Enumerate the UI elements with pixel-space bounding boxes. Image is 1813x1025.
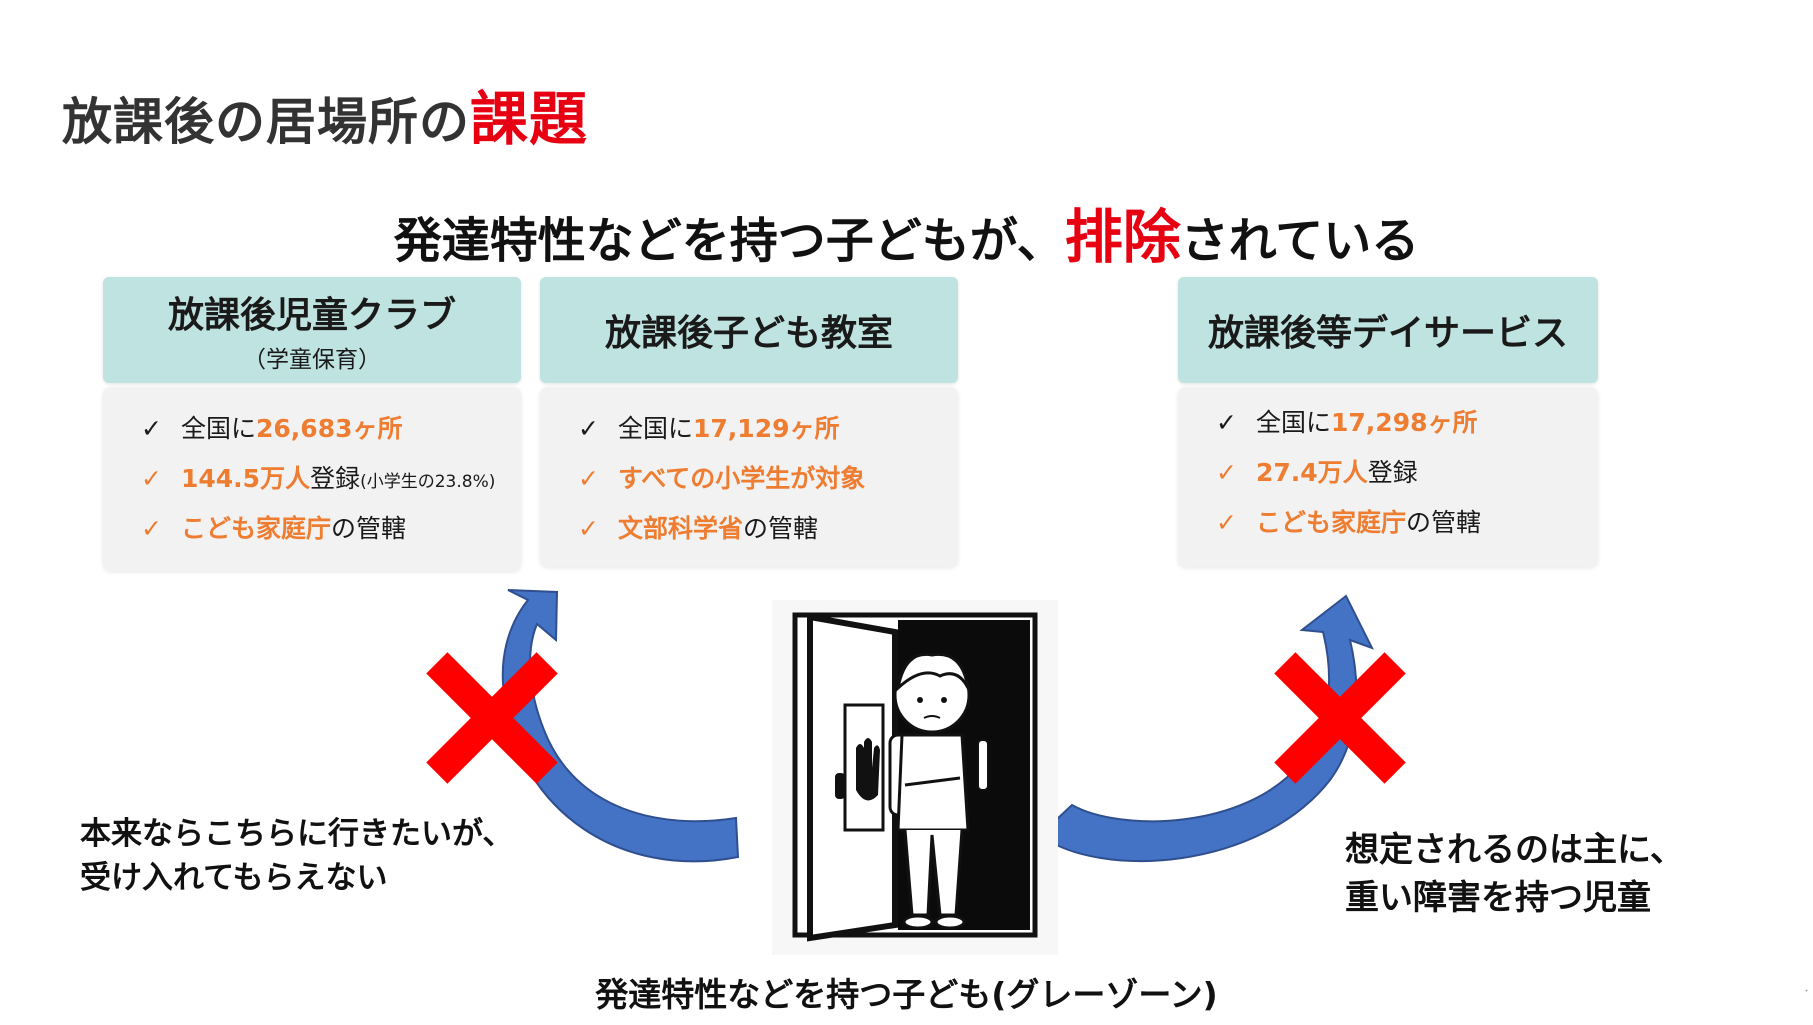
right-caption: 想定されるのは主に、 重い障害を持つ児童 [1345,830,1684,918]
curved-arrow-icon [501,589,740,863]
list-item: ✓全国に17,298ヶ所 [1216,408,1478,437]
list-item: ✓全国に26,683ヶ所 [141,414,403,443]
card-heading-after-school-club: 放課後児童クラブ （学童保育） [103,277,521,383]
card-heading-day-service: 放課後等デイサービス [1178,277,1598,383]
card-subheading-text: （学童保育） [243,347,381,373]
bottom-caption: 発達特性などを持つ子ども(グレーゾーン) [595,975,1218,1014]
card-heading-children-classroom: 放課後子ども教室 [540,277,958,383]
check-icon: ✓ [141,414,162,443]
cross-mark-icon [1274,652,1406,784]
card-heading-text: 放課後子ども教室 [604,313,893,354]
check-icon: ✓ [578,414,599,443]
title-accent: 課題 [470,85,589,153]
check-icon: ✓ [1216,458,1237,487]
card-heading-text: 放課後等デイサービス [1207,313,1568,354]
subtitle-accent: 排除 [1064,203,1181,271]
check-icon: ✓ [1216,408,1237,437]
check-icon: ✓ [1216,508,1237,537]
list-item: ✓すべての小学生が対象 [578,464,866,493]
list-item: ✓27.4万人登録 [1216,458,1418,487]
check-icon: ✓ [578,464,599,493]
list-item: ✓こども家庭庁の管轄 [1216,508,1482,537]
page-title: 放課後の居場所の課題 [62,85,589,153]
check-icon: ✓ [141,464,162,493]
list-item: ✓文部科学省の管轄 [578,514,819,543]
check-icon: ✓ [578,514,599,543]
footer-mark: ・ [1801,987,1811,997]
left-caption: 本来ならこちらに行きたいが、 受け入れてもらえない [80,816,514,896]
card-heading-text: 放課後児童クラブ [167,295,456,336]
card-body-after-school-club: ✓全国に26,683ヶ所 ✓144.5万人登録(小学生の23.8%) ✓こども家… [103,387,521,571]
list-item: ✓144.5万人登録(小学生の23.8%) [141,464,496,493]
cross-mark-icon [426,652,558,784]
note-text: (小学生の23.8%) [360,472,496,492]
page-subtitle: 発達特性などを持つ子どもが、排除されている [393,203,1420,271]
curved-arrow-icon [1038,594,1375,863]
card-body-day-service: ✓全国に17,298ヶ所 ✓27.4万人登録 ✓こども家庭庁の管轄 [1178,387,1598,567]
list-item: ✓こども家庭庁の管轄 [141,514,407,543]
card-body-children-classroom: ✓全国に17,129ヶ所 ✓すべての小学生が対象 ✓文部科学省の管轄 [540,387,958,567]
check-icon: ✓ [141,514,162,543]
list-item: ✓全国に17,129ヶ所 [578,414,840,443]
child-at-door-illustration [772,600,1058,955]
